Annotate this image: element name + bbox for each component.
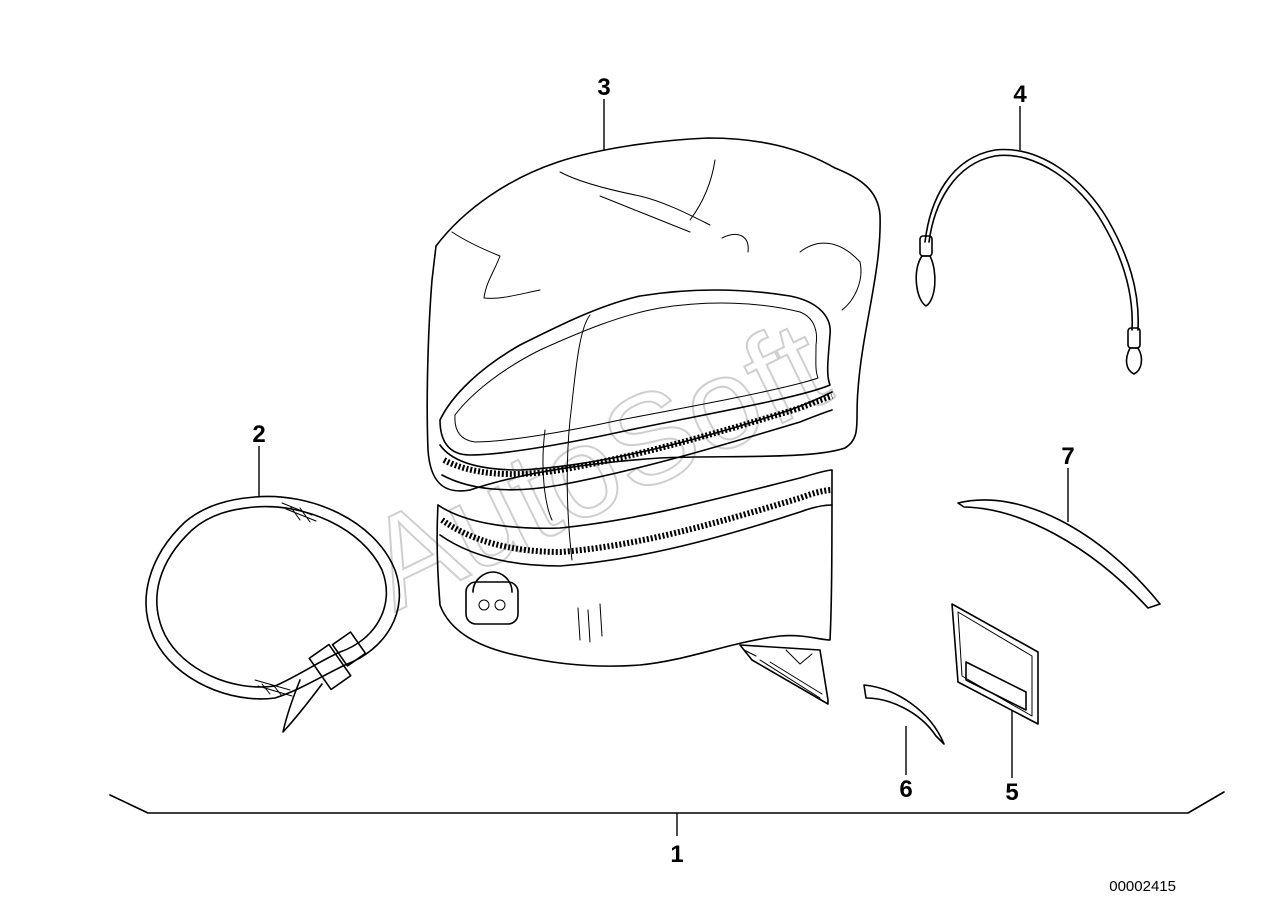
callout-3: 3 — [597, 74, 610, 101]
callout-2: 2 — [252, 421, 265, 448]
leader-lines — [258, 99, 1069, 778]
callout-1: 1 — [670, 841, 683, 868]
watermark-text: AutoSoft — [345, 293, 849, 637]
callout-6: 6 — [899, 776, 912, 803]
strip-small-drawing — [863, 684, 945, 745]
strap-drawing — [145, 495, 401, 733]
assembly-bracket — [109, 791, 1225, 836]
plate-drawing — [951, 603, 1039, 725]
cable-drawing — [915, 148, 1143, 375]
strip-long-drawing — [957, 499, 1161, 609]
callout-7: 7 — [1061, 443, 1074, 470]
callout-4: 4 — [1013, 81, 1027, 108]
diagram-number: 00002415 — [1109, 878, 1176, 895]
callout-5: 5 — [1005, 779, 1018, 806]
tank-bag-drawing — [426, 137, 881, 705]
